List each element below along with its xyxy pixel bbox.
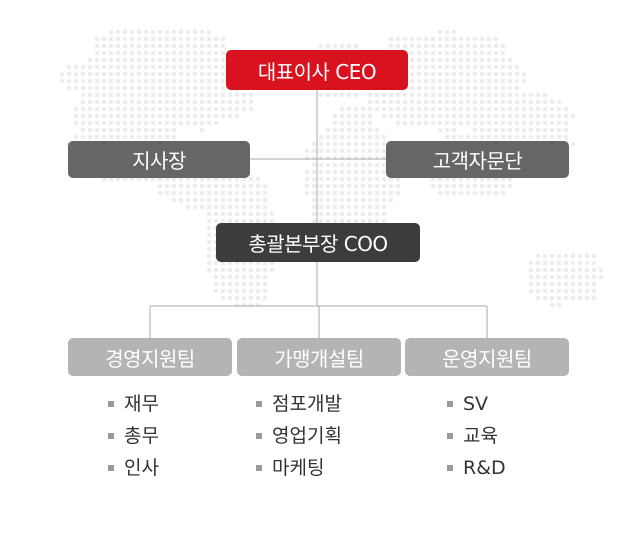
dept-list-operation-support: SV 교육 R&D bbox=[447, 388, 506, 484]
dept-item: 인사 bbox=[108, 452, 159, 484]
dept-item: 영업기획 bbox=[256, 420, 342, 452]
ceo-box: 대표이사 CEO bbox=[226, 50, 408, 90]
customer-advisory-box: 고객자문단 bbox=[386, 141, 569, 178]
branch-manager-box: 지사장 bbox=[68, 141, 250, 178]
bullet-icon bbox=[108, 465, 114, 471]
dept-item: 총무 bbox=[108, 420, 159, 452]
bullet-icon bbox=[447, 433, 453, 439]
dept-item: 재무 bbox=[108, 388, 159, 420]
dept-item: 교육 bbox=[447, 420, 506, 452]
coo-box: 총괄본부장 COO bbox=[216, 223, 420, 262]
bullet-icon bbox=[256, 401, 262, 407]
team-box-management-support: 경영지원팀 bbox=[68, 338, 232, 376]
dept-list-franchise-opening: 점포개발 영업기획 마케팅 bbox=[256, 388, 342, 484]
dept-list-management-support: 재무 총무 인사 bbox=[108, 388, 159, 484]
team-box-franchise-opening: 가맹개설팀 bbox=[237, 338, 401, 376]
dept-item: 마케팅 bbox=[256, 452, 342, 484]
bullet-icon bbox=[108, 433, 114, 439]
bullet-icon bbox=[256, 433, 262, 439]
team-box-operation-support: 운영지원팀 bbox=[405, 338, 569, 376]
dept-item: R&D bbox=[447, 452, 506, 484]
bullet-icon bbox=[447, 465, 453, 471]
bullet-icon bbox=[447, 401, 453, 407]
bullet-icon bbox=[108, 401, 114, 407]
dept-item: SV bbox=[447, 388, 506, 420]
dept-item: 점포개발 bbox=[256, 388, 342, 420]
bullet-icon bbox=[256, 465, 262, 471]
